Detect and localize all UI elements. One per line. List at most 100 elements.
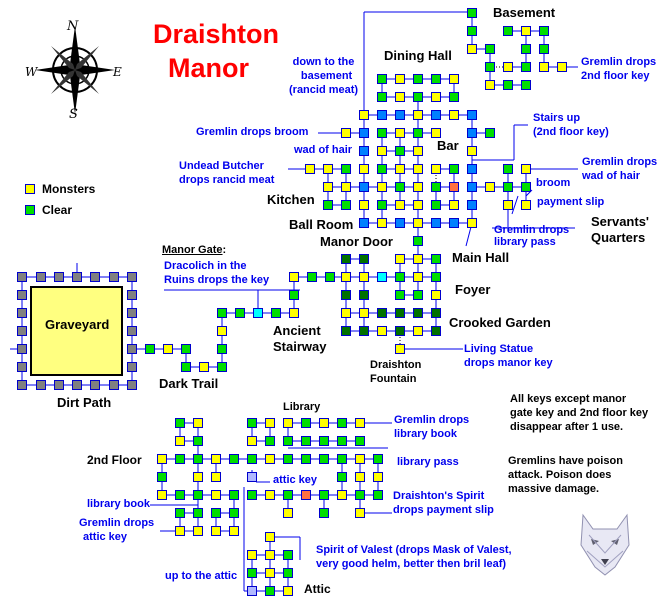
clear-room — [325, 272, 335, 282]
monster-room — [265, 532, 275, 542]
monster-room — [319, 418, 329, 428]
manor-gate-label: Manor Gate — [162, 244, 223, 256]
monster-room — [265, 418, 275, 428]
garden-room — [431, 326, 441, 336]
path-room — [17, 272, 27, 282]
monster-room — [289, 272, 299, 282]
rooms — [17, 8, 567, 596]
clear-room — [157, 472, 167, 482]
clear-room — [373, 454, 383, 464]
clear-room — [319, 508, 329, 518]
monster-room — [395, 164, 405, 174]
clear-room — [193, 454, 203, 464]
monster-room — [467, 146, 477, 156]
monster-room — [395, 92, 405, 102]
area-foyer: Foyer — [455, 282, 491, 297]
compass-s: S — [69, 107, 78, 122]
clear-room — [175, 490, 185, 500]
monster-room — [193, 472, 203, 482]
monster-room — [431, 290, 441, 300]
monster-room — [157, 454, 167, 464]
monster-room — [467, 44, 477, 54]
clear-room — [217, 344, 227, 354]
clear-room — [521, 44, 531, 54]
monster-room — [211, 472, 221, 482]
clear-room — [449, 92, 459, 102]
clear-room — [413, 92, 423, 102]
monster-room — [341, 272, 351, 282]
path-room — [17, 326, 27, 336]
clear-room — [539, 26, 549, 36]
clear-room — [175, 508, 185, 518]
clear-room — [229, 454, 239, 464]
clear-room — [485, 44, 495, 54]
clear-room — [337, 472, 347, 482]
clear-room — [283, 550, 293, 560]
path-room — [109, 272, 119, 282]
hall-room — [395, 110, 405, 120]
path-room — [17, 308, 27, 318]
monster-room — [305, 164, 315, 174]
path-room — [127, 308, 137, 318]
clear-room — [485, 62, 495, 72]
manor-gate-colon: : — [222, 244, 227, 256]
clear-room — [449, 164, 459, 174]
clear-room — [485, 128, 495, 138]
clear-room — [467, 8, 477, 18]
compass-n: N — [66, 19, 79, 34]
monster-room — [503, 62, 513, 72]
area-fountain-1: Draishton — [370, 359, 422, 371]
manor-gate-heading: Manor Gate: — [162, 243, 226, 257]
clear-room — [247, 490, 257, 500]
garden-room — [395, 326, 405, 336]
area-attic: Attic — [304, 582, 331, 596]
monster-room — [449, 74, 459, 84]
clear-room — [337, 454, 347, 464]
area-dining-hall: Dining Hall — [384, 48, 452, 63]
monster-room — [193, 526, 203, 536]
monster-room — [521, 164, 531, 174]
monster-room — [175, 526, 185, 536]
monster-room — [413, 182, 423, 192]
map-title-line1: Draishton — [153, 19, 280, 49]
monster-room — [557, 62, 567, 72]
clear-room — [301, 418, 311, 428]
path-room — [36, 380, 46, 390]
map-title-line2: Manor — [168, 53, 249, 83]
clear-room — [413, 74, 423, 84]
note-gremlin-broom: Gremlin drops broom — [196, 126, 309, 138]
path-room — [90, 380, 100, 390]
legend-monsters-label: Monsters — [42, 182, 96, 196]
clear-room — [319, 454, 329, 464]
path-room — [72, 272, 82, 282]
area-ancient-stairway-2: Stairway — [273, 339, 327, 354]
clear-room — [175, 418, 185, 428]
garden-room — [341, 326, 351, 336]
monster-room — [265, 454, 275, 464]
garden-room — [341, 254, 351, 264]
clear-room — [395, 182, 405, 192]
path-room — [127, 290, 137, 300]
clear-room — [413, 128, 423, 138]
legend-clear-swatch — [25, 205, 35, 215]
garden-room — [413, 308, 423, 318]
hall-room — [431, 110, 441, 120]
garden-room — [359, 326, 369, 336]
clear-room — [539, 44, 549, 54]
monster-room — [359, 110, 369, 120]
clear-room — [319, 490, 329, 500]
monster-room — [395, 254, 405, 264]
clear-room — [283, 490, 293, 500]
clear-room — [503, 164, 513, 174]
monster-room — [163, 344, 173, 354]
clear-room — [319, 436, 329, 446]
clear-room — [181, 362, 191, 372]
